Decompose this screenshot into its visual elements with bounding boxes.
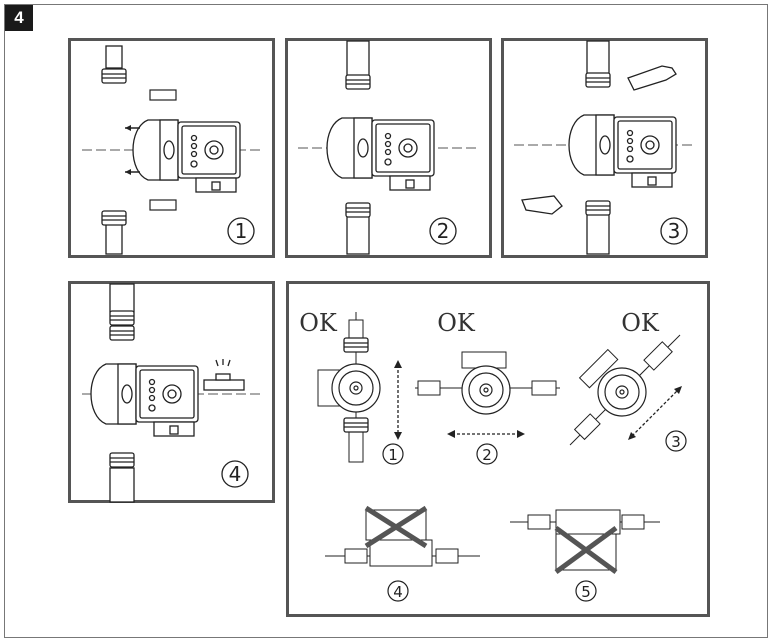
orientation-1 <box>317 312 402 463</box>
step-2-illustration <box>298 40 478 255</box>
orientation-4-label: 4 <box>393 583 403 601</box>
level-indicator-icon <box>203 359 245 391</box>
step-4-label: 4 <box>229 462 242 486</box>
ok-label-1: OK <box>299 309 338 337</box>
not-allowed-cross-icon <box>364 505 428 549</box>
orientation-illustrations <box>317 312 682 575</box>
orientation-4 <box>325 505 480 567</box>
not-allowed-cross-icon <box>554 525 618 575</box>
orientation-2 <box>415 351 560 438</box>
figure-number-badge: 4 <box>5 5 33 31</box>
step-1-label: 1 <box>235 219 248 243</box>
orientation-5 <box>510 509 660 575</box>
figure-frame <box>4 4 768 638</box>
orientation-1-label: 1 <box>388 446 398 464</box>
orientation-3 <box>569 334 682 446</box>
ok-label-3: OK <box>621 309 660 337</box>
step-3-illustration <box>514 40 694 255</box>
wrench-icon <box>521 65 677 215</box>
step-4-illustration <box>82 283 262 503</box>
ok-label-2: OK <box>437 309 476 337</box>
step-3-label: 3 <box>668 219 681 243</box>
orientation-2-label: 2 <box>482 446 492 464</box>
step-1-illustration <box>82 45 260 255</box>
orientation-5-label: 5 <box>581 583 591 601</box>
step-2-label: 2 <box>437 219 450 243</box>
orientation-3-label: 3 <box>671 433 681 451</box>
